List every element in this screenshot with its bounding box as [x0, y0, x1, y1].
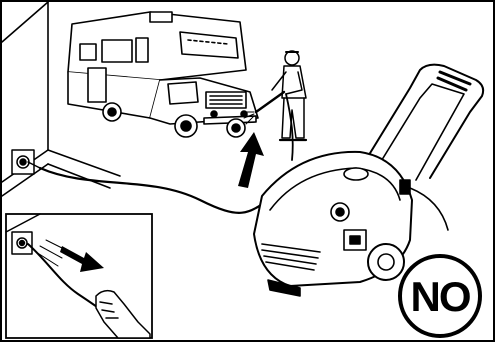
no-badge: NO [400, 256, 480, 336]
no-badge-label: NO [411, 273, 470, 320]
